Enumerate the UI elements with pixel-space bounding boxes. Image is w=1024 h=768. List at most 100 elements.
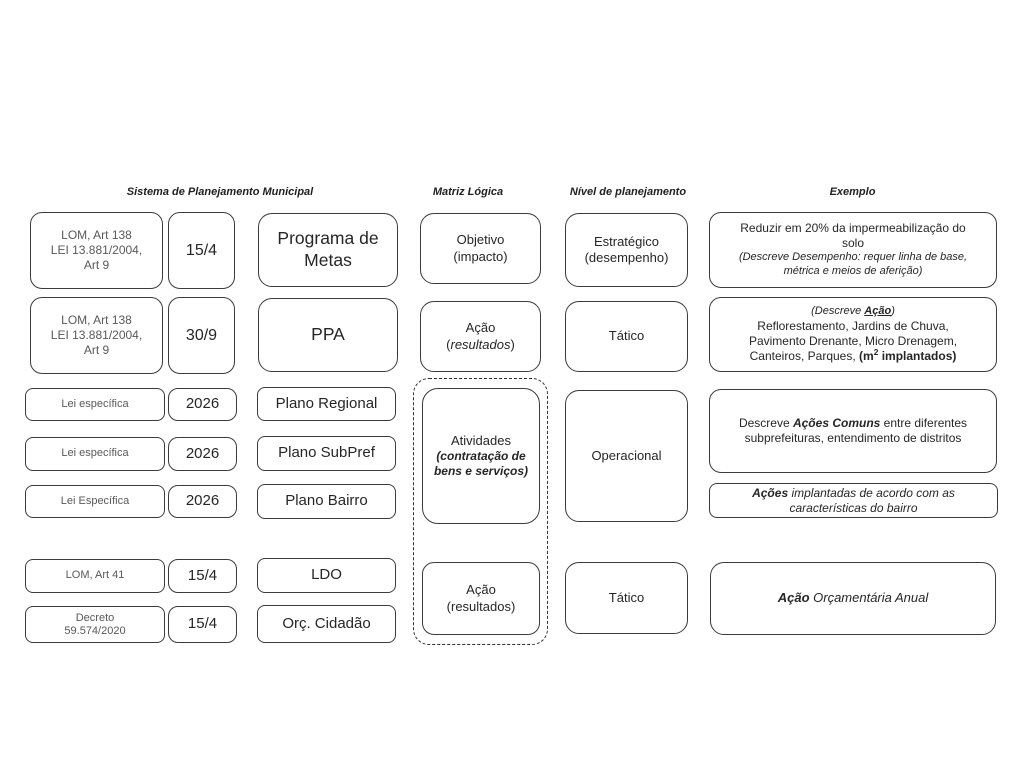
- exemplo-box-operacional: Descreve Ações Comuns entre diferentes s…: [709, 389, 997, 473]
- note-text: (Descreve: [811, 305, 865, 318]
- nivel-box-tatico-ppa: Tático: [565, 301, 688, 372]
- exemplo-emphasis: Ações: [752, 485, 789, 500]
- deadline-value: 15/4: [187, 615, 218, 633]
- legal-line: Lei Específica: [60, 494, 130, 507]
- exemplo-box-tatico: (Descreve Ação) Reflorestamento, Jardins…: [709, 297, 997, 372]
- deadline-value: 15/4: [187, 566, 218, 584]
- column-header-sistema-planejamento: Sistema de Planejamento Municipal: [126, 186, 314, 198]
- nivel-line: Operacional: [591, 447, 662, 463]
- legal-line: Lei específica: [61, 397, 129, 410]
- instrument-box-plano-subpref: Plano SubPref: [257, 436, 396, 471]
- note-text: ): [891, 305, 895, 318]
- paren: (: [446, 336, 451, 352]
- legal-line: Lei específica: [61, 447, 129, 460]
- matriz-italic-word: resultados: [450, 336, 511, 352]
- matriz-line: Objetivo: [456, 232, 505, 248]
- legal-line: LEI 13.881/2004,: [50, 328, 143, 342]
- exemplo-line: características do bairro: [789, 500, 918, 515]
- exemplo-text: Canteiros, Parques,: [749, 348, 860, 363]
- exemplo-emphasis: Ações Comuns: [792, 416, 881, 430]
- deadline-box-plano-regional: 2026: [168, 388, 237, 421]
- instrument-box-ppa: PPA: [258, 298, 398, 372]
- deadline-box-ppa: 30/9: [168, 297, 235, 374]
- deadline-value: 2026: [185, 444, 220, 462]
- nivel-line: Estratégico: [593, 233, 660, 249]
- exemplo-note-line: (Descreve Ação): [811, 305, 895, 319]
- deadline-value: 2026: [185, 492, 220, 510]
- instrument-box-plano-bairro: Plano Bairro: [257, 484, 396, 519]
- column-header-exemplo: Exemplo: [829, 186, 876, 198]
- legal-line: LOM, Art 138: [61, 228, 132, 242]
- exemplo-line: Reflorestamento, Jardins de Chuva,: [757, 318, 949, 333]
- deadline-value: 15/4: [185, 241, 218, 259]
- instrument-label: Plano SubPref: [278, 444, 375, 462]
- deadline-box-orc-cidadao: 15/4: [168, 606, 237, 643]
- legal-box-programa-metas: LOM, Art 138 LEI 13.881/2004, Art 9: [30, 212, 163, 289]
- legal-line: LEI 13.881/2004,: [50, 243, 143, 257]
- deadline-value: 2026: [185, 395, 220, 413]
- instrument-box-programa-metas: Programa de Metas: [258, 213, 398, 287]
- legal-box-plano-subpref: Lei específica: [25, 437, 165, 471]
- matriz-line: (resultados): [446, 337, 515, 353]
- legal-line: Art 9: [83, 343, 110, 357]
- legal-box-orc-cidadao: Decreto 59.574/2020: [25, 606, 165, 643]
- instrument-label: Orç. Cidadão: [282, 614, 371, 632]
- instrument-box-ldo: LDO: [257, 558, 396, 593]
- nivel-box-tatico-ldo: Tático: [565, 562, 688, 634]
- legal-line: LOM, Art 41: [65, 569, 125, 582]
- deadline-value: 30/9: [185, 326, 218, 344]
- exemplo-note-line: (Descreve Desempenho: requer linha de ba…: [738, 251, 968, 264]
- exemplo-line: solo: [841, 236, 864, 251]
- instrument-box-plano-regional: Plano Regional: [257, 387, 396, 421]
- matriz-line: Atividades: [451, 432, 511, 448]
- legal-line: Decreto: [75, 611, 115, 624]
- matriz-line: Ação: [466, 582, 496, 598]
- exemplo-box-bairro: Ações implantadas de acordo com as carac…: [709, 483, 998, 518]
- note-emphasis: Ação: [864, 305, 892, 318]
- exemplo-line: Ações implantadas de acordo com as: [752, 486, 955, 501]
- deadline-box-plano-subpref: 2026: [168, 437, 237, 471]
- matriz-line: (impacto): [453, 248, 508, 264]
- matriz-line: (contratação de: [436, 449, 526, 464]
- instrument-label: Programa de Metas: [277, 228, 379, 270]
- exemplo-bold: (m: [859, 348, 874, 363]
- deadline-box-programa-metas: 15/4: [168, 212, 235, 289]
- dashed-group-outline: [413, 378, 548, 645]
- legal-box-plano-bairro: Lei Específica: [25, 485, 165, 518]
- exemplo-box-orcamentaria: Ação Orçamentária Anual: [710, 562, 996, 635]
- matriz-line: bens e serviços): [433, 464, 529, 479]
- instrument-box-orc-cidadao: Orç. Cidadão: [257, 605, 396, 643]
- exemplo-emphasis: Ação: [777, 590, 810, 606]
- matriz-box-atividades: Atividades (contratação de bens e serviç…: [422, 388, 540, 524]
- legal-box-ppa: LOM, Art 138 LEI 13.881/2004, Art 9: [30, 297, 163, 374]
- exemplo-line: Pavimento Drenante, Micro Drenagem,: [748, 333, 958, 348]
- legal-line: LOM, Art 138: [61, 313, 132, 327]
- nivel-line: (desempenho): [584, 250, 669, 265]
- matriz-box-acao-ldo: Ação (resultados): [422, 562, 540, 635]
- matriz-box-acao-ppa: Ação (resultados): [420, 301, 541, 372]
- exemplo-line: Ação Orçamentária Anual: [778, 590, 929, 606]
- exemplo-note-line: métrica e meios de aferição): [783, 265, 923, 277]
- exemplo-text: Descreve: [738, 416, 793, 430]
- nivel-box-estrategico: Estratégico (desempenho): [565, 213, 688, 287]
- exemplo-line: Canteiros, Parques, (m2 implantados): [749, 346, 957, 364]
- exemplo-box-estrategico: Reduzir em 20% da impermeabilização do s…: [709, 212, 997, 288]
- matriz-line: Ação: [465, 320, 496, 336]
- column-header-nivel-planejamento: Nível de planejamento: [569, 186, 687, 198]
- legal-line: Art 9: [83, 258, 110, 272]
- instrument-label: Plano Regional: [275, 394, 378, 412]
- nivel-line: Tático: [608, 328, 645, 344]
- nivel-box-operacional: Operacional: [565, 390, 688, 522]
- exemplo-text: implantadas de acordo com as: [788, 485, 955, 500]
- nivel-line: Tático: [608, 589, 645, 605]
- exemplo-text: Orçamentária Anual: [809, 590, 929, 606]
- instrument-label: PPA: [311, 324, 345, 345]
- superscript-2: 2: [873, 346, 879, 357]
- deadline-box-ldo: 15/4: [168, 559, 237, 593]
- instrument-label: LDO: [311, 566, 342, 584]
- matriz-line: (resultados): [446, 598, 516, 614]
- exemplo-line: Descreve Ações Comuns entre diferentes: [739, 416, 967, 431]
- exemplo-bold: implantados): [878, 348, 957, 363]
- legal-box-plano-regional: Lei específica: [25, 388, 165, 421]
